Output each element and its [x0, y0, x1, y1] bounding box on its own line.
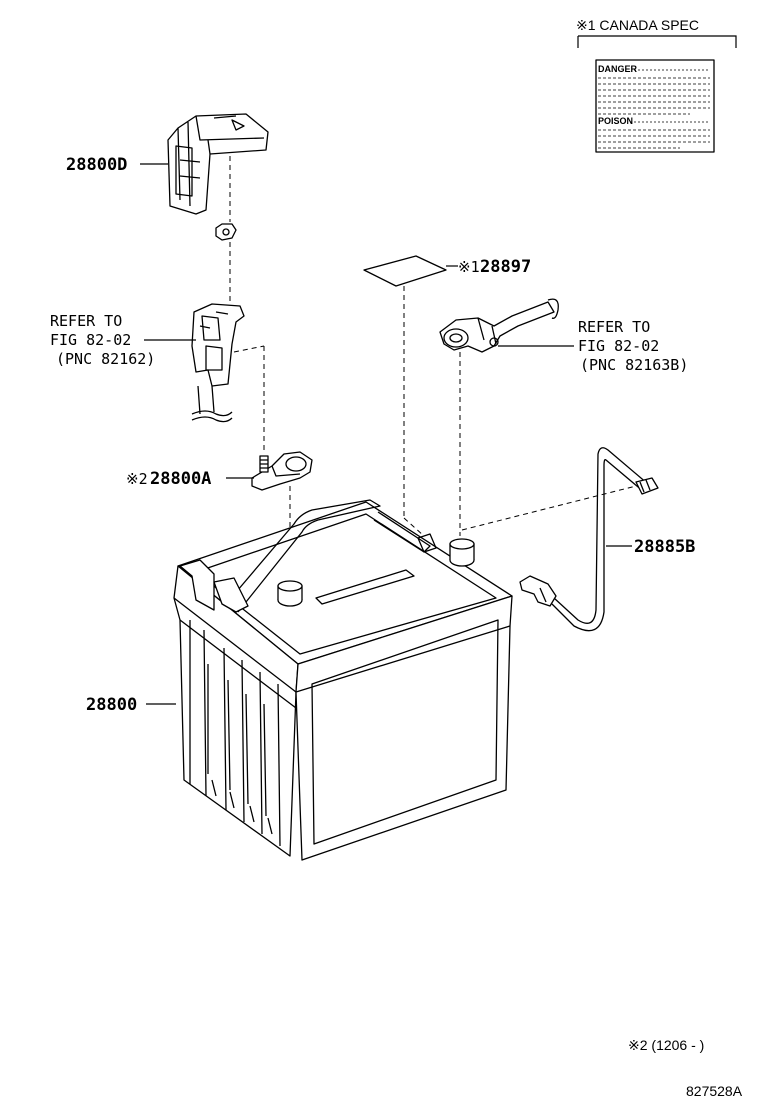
caution-label-sticker	[595, 59, 715, 153]
refer-right-line-2: FIG 82-02	[578, 337, 659, 355]
canada-spec-text: ※1 CANADA SPEC	[576, 17, 699, 33]
refer-left-line-2: FIG 82-02	[50, 331, 131, 349]
nut-icon	[215, 223, 237, 241]
part-28885B-vent-hose	[519, 447, 659, 632]
label-28800A-mark: ※2	[126, 470, 148, 488]
poison-text: POISON	[598, 116, 633, 126]
positive-cable-terminal	[439, 298, 559, 353]
refer-right-line-3: (PNC 82163B)	[580, 356, 688, 374]
label-28897: 28897	[480, 257, 531, 277]
danger-text: DANGER	[598, 64, 638, 74]
part-28800-battery	[173, 499, 513, 861]
part-28897-label-sheet	[363, 255, 447, 287]
negative-cable-terminal	[191, 303, 245, 423]
label-28800A: 28800A	[150, 469, 211, 489]
note-2-effective-date: ※2 (1206 - )	[628, 1037, 704, 1053]
refer-right-line-1: REFER TO	[578, 318, 650, 336]
label-28800: 28800	[86, 695, 137, 715]
part-28800A-terminal-clamp	[251, 451, 313, 491]
refer-left-line-1: REFER TO	[50, 312, 122, 330]
label-28885B: 28885B	[634, 537, 695, 557]
refer-left-line-3: (PNC 82162)	[56, 350, 155, 368]
label-28897-mark: ※1	[458, 258, 480, 276]
canada-spec-callout: ※1 CANADA SPEC DANGER POISON	[576, 17, 737, 153]
drawing-id: 827528A	[686, 1083, 743, 1099]
part-28800D-terminal-cover	[167, 113, 269, 215]
label-28800D: 28800D	[66, 155, 127, 175]
